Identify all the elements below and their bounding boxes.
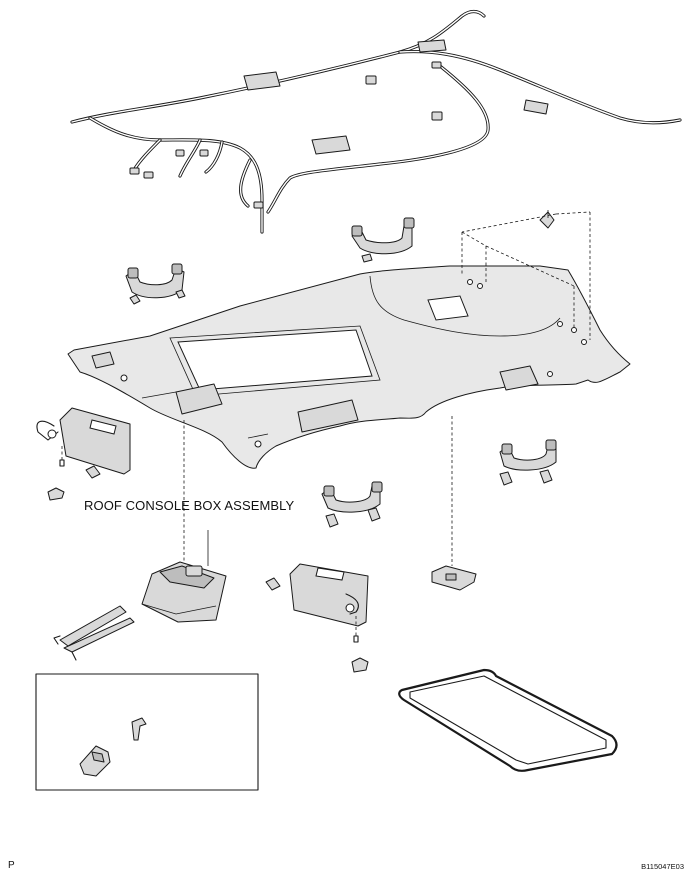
sun-visor-right (265, 563, 369, 673)
sun-visor-left (36, 407, 131, 501)
trim-remover-tool (53, 605, 135, 661)
roof-headlining (67, 265, 631, 469)
roof-console-box-assembly (141, 420, 227, 623)
headlining-clip (461, 210, 591, 340)
roof-console-box-label: ROOF CONSOLE BOX ASSEMBLY (84, 498, 295, 513)
sunroof-weatherstrip (398, 668, 618, 772)
assist-grip-left (125, 263, 186, 305)
assist-grip-right-rear (499, 439, 557, 486)
inset-detail-box (35, 673, 259, 791)
roof-wire-harness (70, 9, 682, 234)
figure-code: B115047E03 (641, 862, 684, 871)
assist-grip-right-front (321, 481, 383, 528)
assist-grip-rear (351, 217, 415, 263)
map-light-cover (431, 416, 477, 591)
corner-letter: P (8, 860, 15, 871)
